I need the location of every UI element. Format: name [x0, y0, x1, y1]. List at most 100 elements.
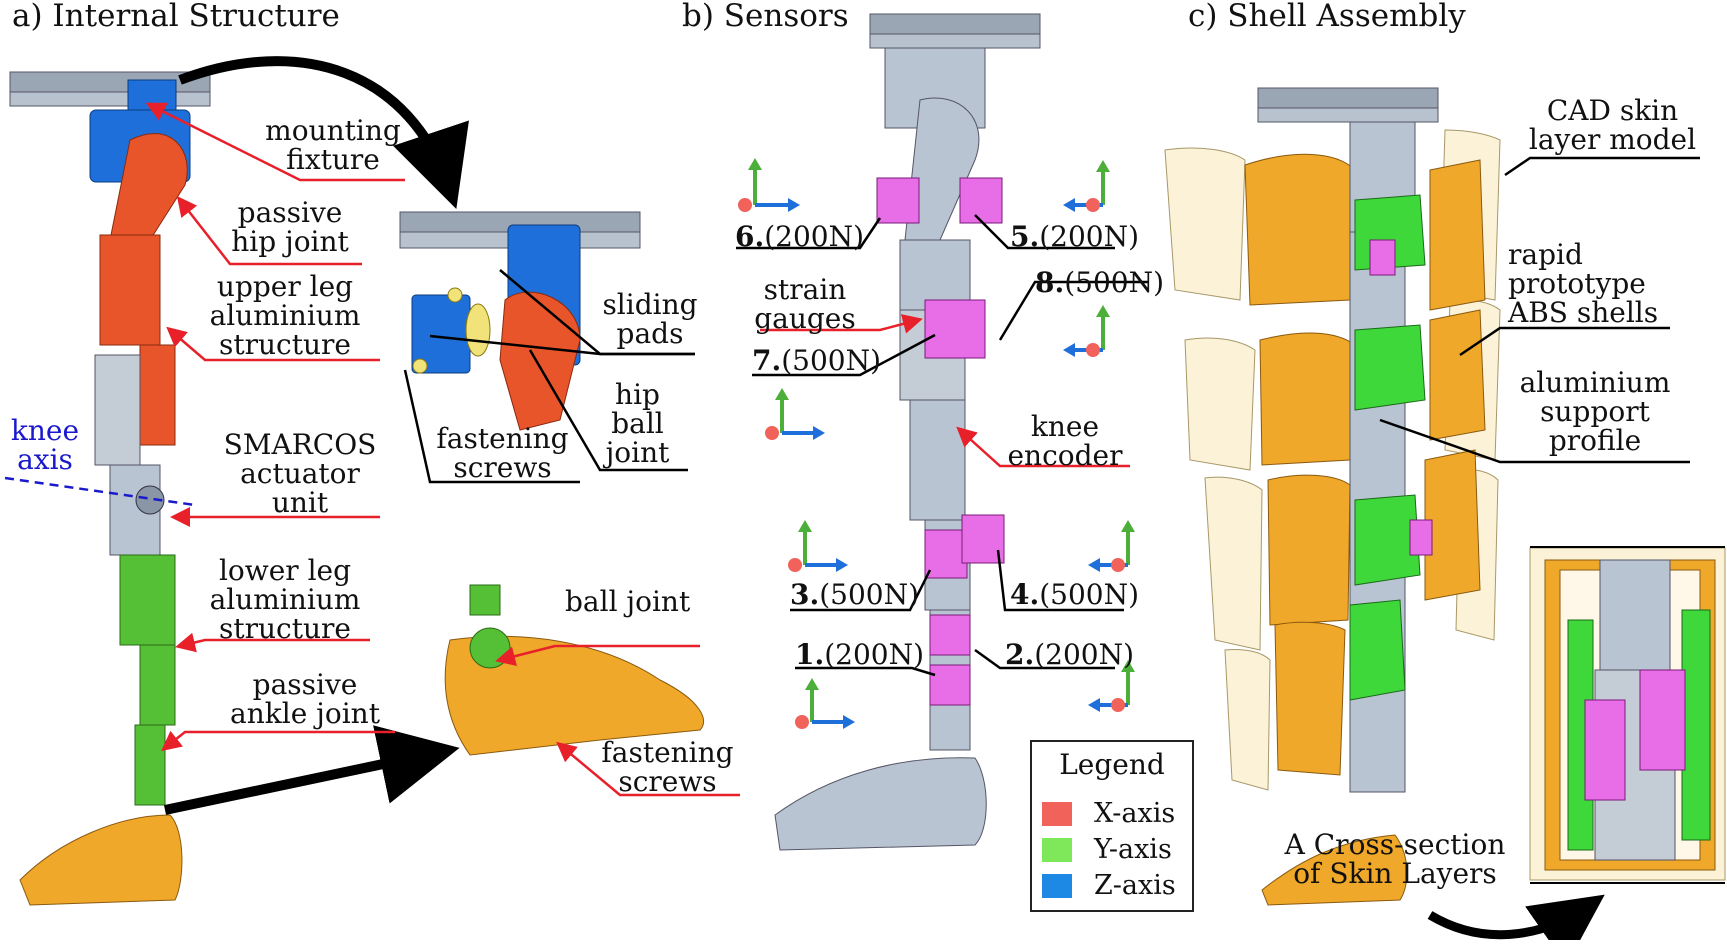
sensor-force: (200N): [1034, 638, 1135, 671]
label-line: structure: [219, 612, 351, 645]
sensor-number: 5.: [1010, 220, 1040, 253]
sensor-number: 8.: [1035, 266, 1065, 299]
sensor-number: 7.: [752, 344, 782, 377]
leg-shell-assembly: [1164, 87, 1726, 944]
legend-item-y: Y-axis: [1042, 834, 1187, 866]
label-line: actuator: [240, 457, 360, 490]
axis-triad: [1063, 305, 1110, 357]
label-line: ball: [611, 407, 664, 440]
leg-internal-structure: [4, 56, 740, 906]
legend-label: Y-axis: [1094, 834, 1172, 865]
label-line: ABS shells: [1508, 296, 1659, 329]
label-rapid-prototype-abs: rapid prototype ABS shells: [1508, 240, 1658, 327]
label-line: screws: [453, 451, 552, 484]
sensor-label-4: 4.(500N): [1010, 580, 1139, 609]
label-line: passive: [252, 668, 358, 701]
label-hip-ball-joint: hip ball joint: [590, 380, 685, 467]
sensor-number: 3.: [790, 578, 820, 611]
label-line: encoder: [1007, 439, 1123, 472]
axis-triad: [1088, 520, 1135, 572]
label-line: gauges: [754, 302, 856, 335]
legend-swatch: [1042, 838, 1072, 862]
label-line: axis: [17, 443, 73, 476]
legend-title: Legend: [1059, 748, 1165, 781]
legend: Legend X-axis Y-axis Z-axis: [1030, 740, 1194, 912]
panel-title-b: b) Sensors: [682, 0, 849, 34]
label-line: prototype: [1508, 267, 1646, 300]
label-smarcos-actuator: SMARCOS actuator unit: [205, 430, 395, 517]
sensor-number: 2.: [1005, 638, 1035, 671]
label-lower-leg-structure: lower leg aluminium structure: [195, 556, 375, 643]
panel-title-a: a) Internal Structure: [12, 0, 340, 34]
legend-label: Z-axis: [1094, 870, 1176, 901]
label-line: mounting: [265, 114, 401, 147]
label-line: sliding: [602, 288, 698, 321]
label-fastening-screws-foot: fastening screws: [590, 738, 745, 796]
label-line: aluminium: [209, 299, 361, 332]
label-line: A Cross-section: [1284, 828, 1506, 861]
sensor-label-2: 2.(200N): [1005, 640, 1134, 669]
legend-swatch: [1042, 874, 1072, 898]
sensor-label-5: 5.(200N): [1010, 222, 1139, 251]
legend-item-z: Z-axis: [1042, 870, 1187, 902]
label-line: screws: [618, 765, 717, 798]
sensor-number: 4.: [1010, 578, 1040, 611]
sensor-label-6: 6.(200N): [735, 222, 864, 251]
label-line: structure: [219, 328, 351, 361]
label-knee-encoder: knee encoder: [995, 412, 1135, 470]
label-line: knee: [1030, 410, 1100, 443]
axis-triad: [765, 388, 825, 440]
label-passive-ankle-joint: passive ankle joint: [210, 670, 400, 728]
label-line: profile: [1548, 424, 1642, 457]
sensor-force: (200N): [764, 220, 865, 253]
sensor-force: (500N): [819, 578, 920, 611]
label-mounting-fixture: mounting fixture: [258, 116, 408, 174]
sensor-number: 1.: [795, 638, 825, 671]
label-cross-section: A Cross-section of Skin Layers: [1270, 830, 1520, 888]
label-fastening-screws-hip: fastening screws: [425, 424, 580, 482]
label-line: ankle joint: [230, 697, 380, 730]
label-line: joint: [605, 436, 670, 469]
sensor-label-7: 7.(500N): [752, 346, 881, 375]
label-cad-skin-layer-model: CAD skin layer model: [1515, 96, 1710, 154]
label-line: hip joint: [231, 225, 349, 258]
label-line: CAD skin: [1546, 94, 1679, 127]
label-sliding-pads: sliding pads: [590, 290, 710, 348]
legend-label: X-axis: [1094, 798, 1176, 829]
legend-item-x: X-axis: [1042, 798, 1187, 830]
label-line: passive: [237, 196, 343, 229]
axis-triad: [788, 520, 848, 572]
axis-triad: [1088, 660, 1135, 712]
label-line: SMARCOS: [223, 428, 377, 461]
label-knee-axis: knee axis: [0, 416, 90, 474]
leg-sensors: [736, 13, 1148, 851]
label-line: pads: [616, 317, 684, 350]
axis-triad: [795, 678, 855, 729]
axis-triad: [738, 158, 800, 212]
label-line: fixture: [286, 143, 380, 176]
sensor-force: (500N): [781, 344, 882, 377]
label-line: strain: [763, 273, 847, 306]
label-line: of Skin Layers: [1293, 857, 1497, 890]
label-line: knee: [10, 414, 80, 447]
label-line: unit: [271, 486, 329, 519]
sensor-label-1: 1.(200N): [795, 640, 924, 669]
label-line: aluminium: [1519, 366, 1671, 399]
panel-title-c: c) Shell Assembly: [1188, 0, 1466, 34]
sensor-number: 6.: [735, 220, 765, 253]
sensor-label-8: 8.(500N): [1035, 268, 1164, 297]
label-aluminium-support-profile: aluminium support profile: [1505, 368, 1685, 455]
label-line: support: [1540, 395, 1650, 428]
sensor-label-3: 3.(500N): [790, 580, 919, 609]
label-passive-hip-joint: passive hip joint: [215, 198, 365, 256]
sensor-force: (500N): [1064, 266, 1165, 299]
label-line: hip: [615, 378, 660, 411]
label-upper-leg-structure: upper leg aluminium structure: [185, 272, 385, 359]
axis-triad: [1063, 160, 1110, 212]
label-strain-gauges: strain gauges: [745, 275, 865, 333]
label-ball-joint: ball joint: [565, 585, 691, 618]
label-line: lower leg: [218, 554, 352, 587]
legend-swatch: [1042, 802, 1072, 826]
